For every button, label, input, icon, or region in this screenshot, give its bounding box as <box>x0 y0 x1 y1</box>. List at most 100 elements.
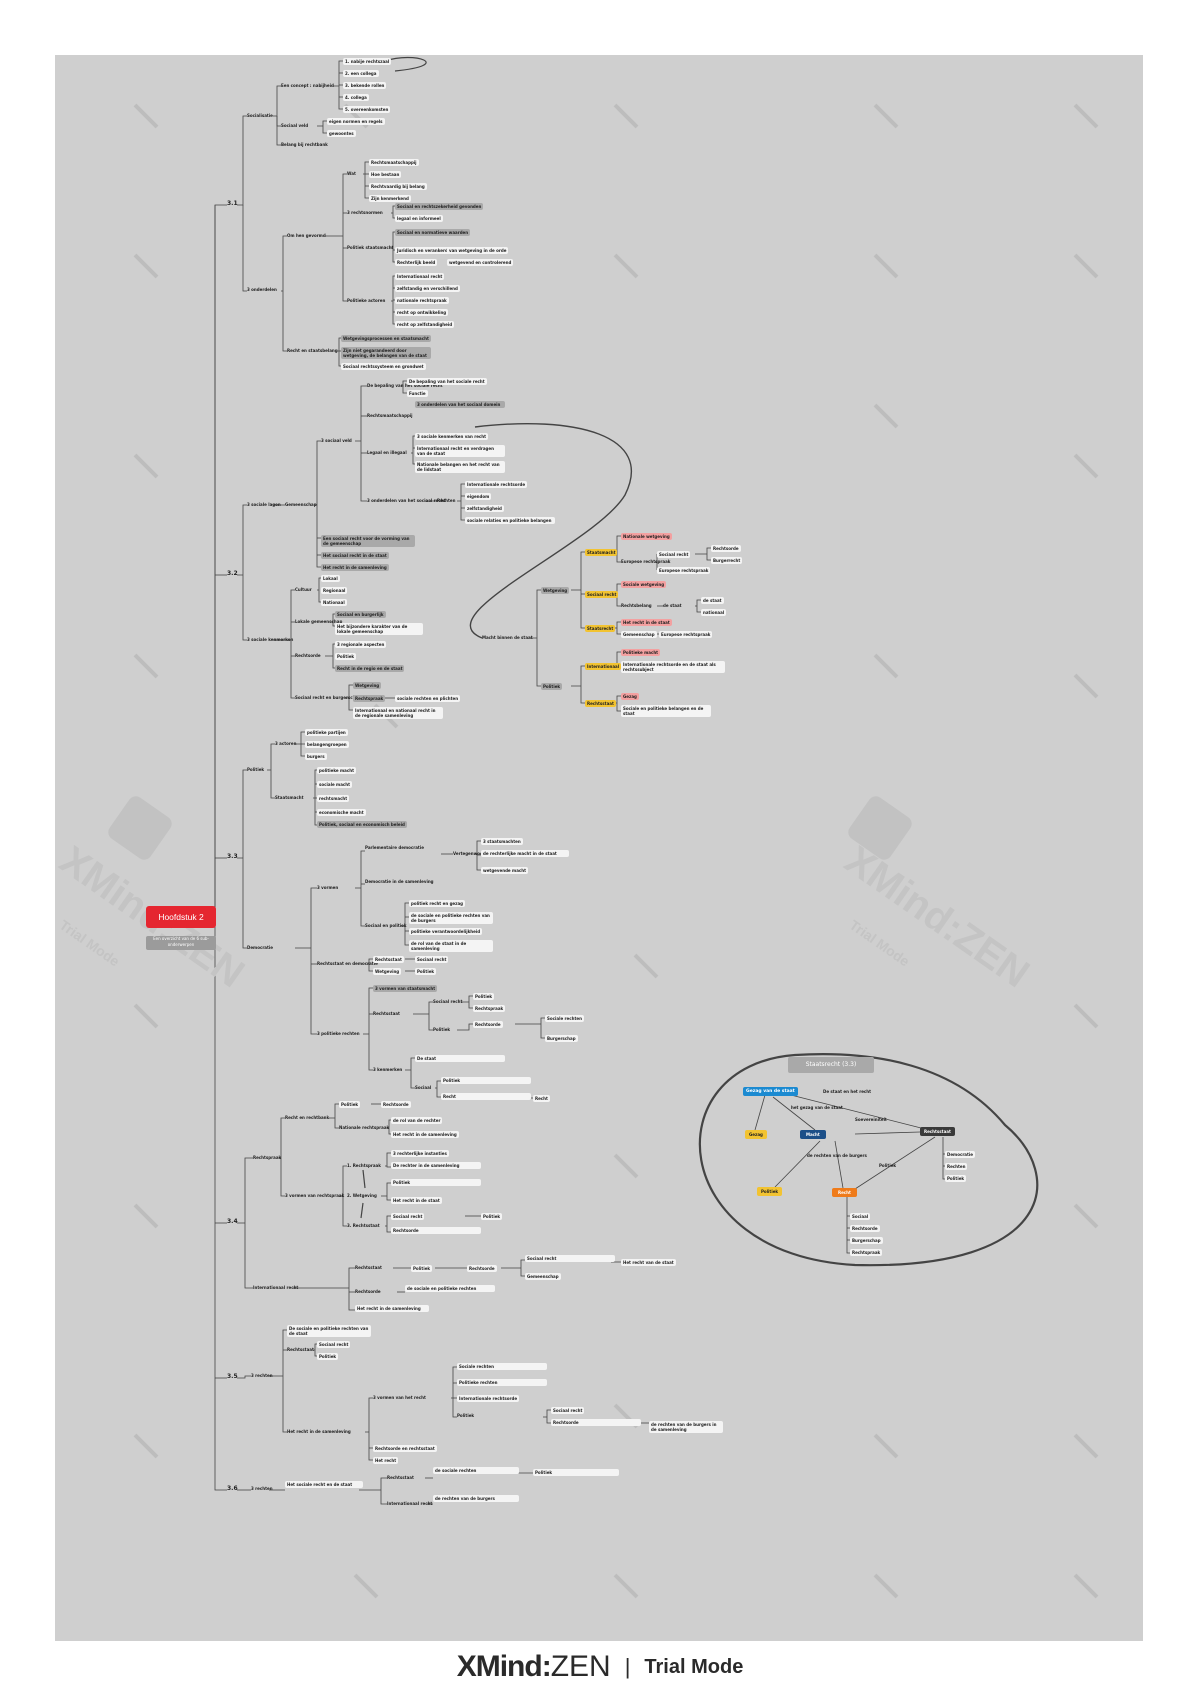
section-3-1[interactable]: 3.1 <box>227 200 238 207</box>
topic[interactable]: Sociaal recht <box>415 956 449 963</box>
topic[interactable]: Nationale wetgeving <box>621 533 672 540</box>
topic[interactable]: Om hen gevormd <box>287 233 326 238</box>
topic[interactable]: Politiek <box>879 1163 897 1168</box>
topic[interactable]: Rechtsorde <box>711 545 741 552</box>
topic[interactable]: van wetgeving in de orde <box>447 247 509 254</box>
topic[interactable]: sociale rechten en plichten <box>395 695 461 702</box>
topic[interactable]: belangengroepen <box>305 741 349 748</box>
topic[interactable]: Internationaal recht <box>253 1285 299 1290</box>
topic[interactable]: de staat <box>701 597 724 604</box>
topic[interactable]: Politiek <box>317 1353 339 1360</box>
topic[interactable]: Rechtsstaat <box>287 1347 314 1352</box>
section-3-4[interactable]: 3.4 <box>227 1218 238 1225</box>
topic[interactable]: sociale macht <box>317 781 353 788</box>
topic[interactable]: Wetgeving <box>541 587 570 594</box>
topic[interactable]: 3 staatsmachten <box>481 838 523 845</box>
topic[interactable]: Macht binnen de staat <box>482 635 533 640</box>
topic[interactable]: Internationaal <box>585 663 622 670</box>
topic[interactable]: Sociaal recht <box>585 591 619 598</box>
topic[interactable]: Politiek <box>247 767 265 772</box>
topic[interactable]: nationaal <box>701 609 727 616</box>
topic[interactable]: 3 vormen <box>317 885 339 890</box>
topic[interactable]: Gezag <box>745 1130 767 1139</box>
topic[interactable]: Sociaal recht <box>317 1341 351 1348</box>
topic[interactable]: Democratie in de samenleving <box>365 879 434 884</box>
topic[interactable]: wetgevende macht <box>481 867 529 874</box>
topic[interactable]: Rechtsorde <box>295 653 321 658</box>
topic[interactable]: Het recht in de staat <box>391 1197 442 1204</box>
topic[interactable]: nationale rechtspraak <box>395 297 449 304</box>
topic[interactable]: het gezag van de staat <box>791 1105 843 1110</box>
topic[interactable]: De staat <box>415 1055 505 1062</box>
topic[interactable]: 1. Rechtspraak <box>347 1163 381 1168</box>
topic[interactable]: Rechtsorde <box>391 1227 481 1234</box>
topic[interactable]: De bepaling van het sociale recht <box>367 383 443 388</box>
topic[interactable]: Sociaal en rechtszekerheid gevonden <box>395 203 484 210</box>
topic[interactable]: Regionaal <box>321 587 348 594</box>
topic[interactable]: 3 vormen van staatsmacht <box>373 985 438 992</box>
topic[interactable]: Politiek <box>339 1101 361 1108</box>
topic[interactable]: Politiek <box>335 653 357 660</box>
topic[interactable]: Sociaal en politiek <box>365 923 407 928</box>
topic[interactable]: zelfstandigheid <box>465 505 504 512</box>
topic[interactable]: de sociale en politieke rechten van de b… <box>409 912 493 924</box>
topic[interactable]: 3 politieke rechten <box>317 1031 360 1036</box>
topic[interactable]: Het recht in de samenleving <box>321 564 389 571</box>
topic[interactable]: eigendom <box>465 493 492 500</box>
root-topic[interactable]: Hoofdstuk 2 <box>146 906 216 928</box>
topic[interactable]: 3 rechtsnormen <box>347 210 383 215</box>
topic[interactable]: 3. Rechtsstaat <box>347 1223 380 1228</box>
topic[interactable]: Sociaal recht <box>551 1407 585 1414</box>
topic[interactable]: Europese rechtspraak <box>621 559 671 564</box>
topic[interactable]: Politiek <box>391 1179 481 1186</box>
topic[interactable]: wetgevend en controlerend <box>447 259 514 266</box>
topic[interactable]: de rechten van de burgers in de samenlev… <box>649 1421 723 1433</box>
topic[interactable]: Wetgeving <box>353 682 382 689</box>
section-3-6[interactable]: 3.6 <box>227 1485 238 1492</box>
topic[interactable]: Rechtsstaat <box>355 1265 382 1270</box>
topic[interactable]: sociale relaties en politieke belangen <box>465 517 555 524</box>
topic[interactable]: Rechtsstaat <box>373 1011 400 1016</box>
topic[interactable]: Een sociaal recht voor de vorming van de… <box>321 535 415 547</box>
topic[interactable]: Politiek <box>541 683 563 690</box>
topic[interactable]: Politiek <box>481 1213 503 1220</box>
topic[interactable]: Rechten <box>437 498 456 503</box>
topic[interactable]: Europese rechtspraak <box>659 631 713 638</box>
topic[interactable]: Democratie <box>247 945 273 950</box>
topic[interactable]: economische macht <box>317 809 366 816</box>
topic[interactable]: de rol van de rechter <box>391 1117 443 1124</box>
topic[interactable]: Nationaal <box>321 599 347 606</box>
topic[interactable]: 3 actoren <box>275 741 297 746</box>
topic[interactable]: politieke macht <box>317 767 357 774</box>
topic[interactable]: Politiek <box>757 1187 783 1196</box>
topic[interactable]: Sociale wetgeving <box>621 581 667 588</box>
topic[interactable]: Rechtvaardig bij belang <box>369 183 427 190</box>
topic[interactable]: Sociaal recht <box>525 1255 615 1262</box>
topic[interactable]: Rechten <box>945 1163 968 1170</box>
topic[interactable]: Sociaal veld <box>281 123 309 128</box>
topic[interactable]: Gezag <box>621 693 639 700</box>
topic[interactable]: Het sociale recht en de staat <box>285 1481 363 1488</box>
topic[interactable]: De sociale en politieke rechten van de s… <box>287 1325 371 1337</box>
topic[interactable]: Rechtsorde <box>551 1419 641 1426</box>
topic[interactable]: Wetgeving <box>373 968 402 975</box>
topic[interactable]: 4. collega <box>343 94 369 101</box>
topic[interactable]: Socialisatie <box>247 113 273 118</box>
topic[interactable]: Internationale rechtsorde en de staat al… <box>621 661 725 673</box>
topic[interactable]: Lokaal <box>321 575 340 582</box>
topic[interactable]: Recht en rechtbank <box>285 1115 330 1120</box>
topic[interactable]: Hoe bestaan <box>369 171 402 178</box>
topic[interactable]: 3 rechten <box>251 1486 273 1491</box>
topic[interactable]: 3 kenmerken <box>373 1067 403 1072</box>
topic[interactable]: Het bijzondere karakter van de lokale ge… <box>335 623 423 635</box>
topic[interactable]: 3 sociaal veld <box>321 438 352 443</box>
topic[interactable]: 3. bekende rollen <box>343 82 387 89</box>
topic[interactable]: 1. nabije rechtszaal <box>343 58 392 65</box>
topic[interactable]: Sociaal rechtssysteem en grondwet <box>341 363 426 370</box>
topic[interactable]: Gezag van de staat <box>743 1087 798 1096</box>
topic[interactable]: Recht en staatsbelang <box>287 348 338 353</box>
topic[interactable]: 3 rechten <box>251 1373 273 1378</box>
topic[interactable]: Macht <box>800 1130 826 1139</box>
topic[interactable]: Recht <box>533 1095 550 1102</box>
topic[interactable]: Politieke actoren <box>347 298 386 303</box>
